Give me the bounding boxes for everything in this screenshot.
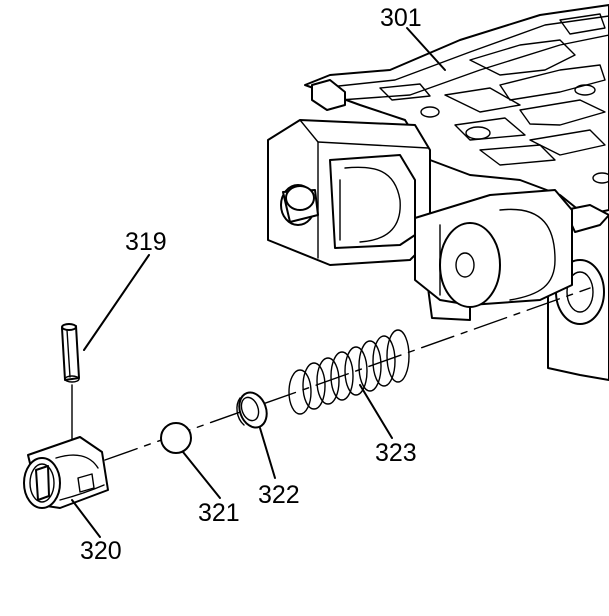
solenoid-left [267,119,431,266]
callout-320: 320 [80,537,122,565]
callout-323: 323 [375,439,417,467]
leader-lines [71,27,446,538]
retainer-ring-322 [236,391,268,429]
callout-301: 301 [380,4,422,32]
callout-322: 322 [258,481,300,509]
roll-pin-319 [61,323,80,441]
solenoid-right [414,189,573,308]
spring-323 [288,329,410,415]
valve-plug-320 [23,436,109,509]
callout-321: 321 [198,499,240,527]
callout-319: 319 [125,228,167,256]
check-ball-321 [160,422,192,454]
